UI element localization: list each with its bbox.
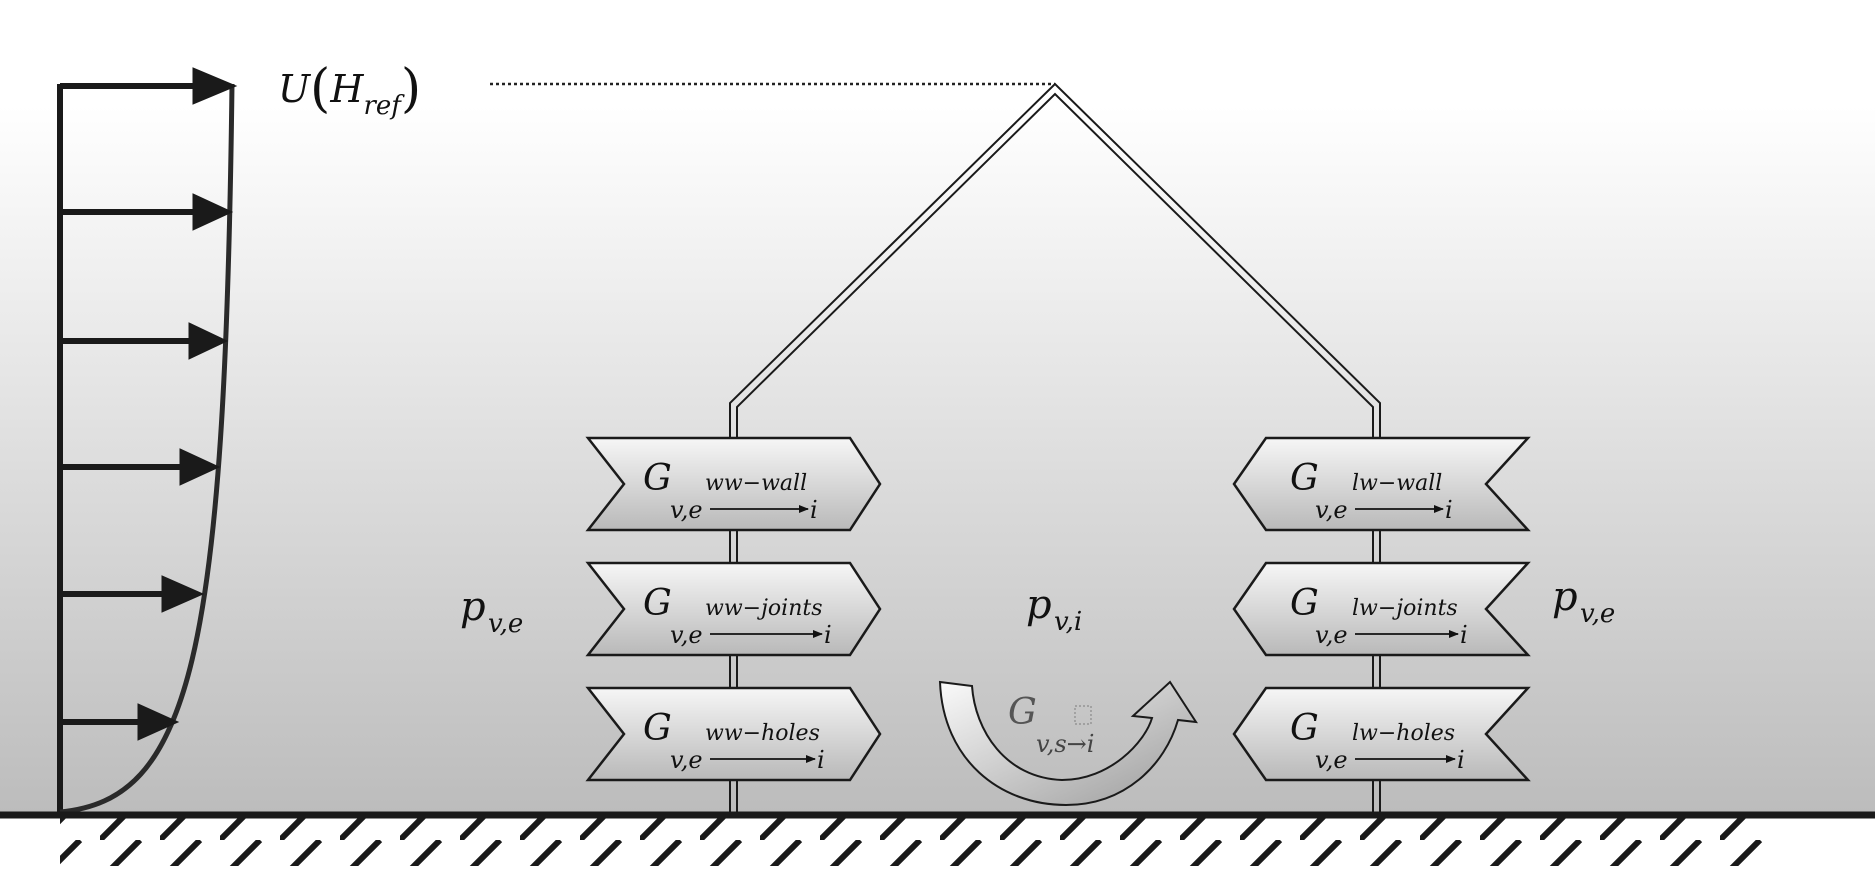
height-subscript: ref	[363, 91, 405, 121]
flow-superscript: ww−wall	[705, 471, 807, 496]
flow-target: i	[817, 746, 825, 774]
wind-velocity-arrows	[60, 67, 238, 741]
flow-target: i	[1457, 746, 1465, 774]
wind-velocity-arrow	[60, 322, 229, 360]
background	[0, 0, 1875, 815]
pressure-subscript: v,e	[1580, 599, 1615, 629]
pressure-subscript: v,e	[488, 609, 523, 639]
flow-symbol: G	[643, 458, 672, 499]
flow-subscript: v,e	[1315, 746, 1348, 774]
flow-superscript: ww−joints	[705, 596, 823, 621]
wind-velocity-arrow	[60, 448, 221, 486]
flow-subscript: v,e	[1315, 496, 1348, 524]
flow-superscript: lw−wall	[1352, 471, 1442, 496]
ground-hatching	[60, 818, 1780, 866]
windward-flow-joints: G ww−joints v,e i	[585, 561, 882, 657]
flow-subscript: v,e	[1315, 621, 1348, 649]
svg-text:U(Href): U(Href)	[278, 59, 421, 121]
leeward-flow-wall: G lw−wall v,e i	[1232, 436, 1531, 532]
wind-velocity-arrow	[60, 67, 238, 105]
flow-target: i	[824, 621, 832, 649]
empty-superscript-placeholder	[1074, 705, 1092, 725]
windward-flow-holes: G ww−holes v,e i	[585, 686, 882, 782]
flow-target: i	[810, 496, 818, 524]
wind-velocity-arrow	[60, 193, 234, 231]
building-outline	[729, 82, 1381, 815]
leeward-flow-joints: G lw−joints v,e i	[1232, 561, 1531, 657]
flow-symbol: G	[643, 583, 672, 624]
wind-profile	[57, 67, 238, 815]
external-pressure-left-label: p v,e	[460, 584, 523, 639]
pressure-symbol: p	[1026, 582, 1052, 628]
wind-profile-curve	[59, 83, 235, 815]
flow-superscript: lw−joints	[1352, 596, 1458, 621]
flow-chevron	[1232, 436, 1531, 532]
flow-symbol: G	[1290, 458, 1319, 499]
flow-target: i	[1460, 621, 1468, 649]
flow-symbol: G	[643, 708, 672, 749]
leeward-flow-holes: G lw−holes v,e i	[1232, 686, 1531, 782]
flow-subscript: v,e	[670, 746, 703, 774]
reference-velocity-label: U(Href)	[278, 59, 1055, 121]
flow-symbol: G	[1008, 692, 1037, 733]
flow-symbol: G	[1290, 708, 1319, 749]
velocity-symbol: U	[278, 67, 312, 111]
soil-flow-curved-arrow	[938, 680, 1198, 807]
flow-target: i	[1445, 496, 1453, 524]
building-outline-outer	[729, 82, 1381, 815]
internal-pressure-label: p v,i	[1026, 582, 1082, 637]
flow-superscript: lw−holes	[1352, 721, 1455, 746]
pressure-subscript: v,i	[1054, 607, 1082, 637]
flow-symbol: G	[1290, 583, 1319, 624]
wind-velocity-arrow	[60, 703, 180, 741]
height-symbol: H	[329, 67, 364, 111]
soil-flow: G v,s→i	[938, 680, 1198, 807]
flow-subscript: v,s→i	[1036, 730, 1094, 758]
flow-chevron	[585, 561, 882, 657]
pressure-symbol: p	[1552, 574, 1578, 620]
building-outline-inner	[736, 92, 1374, 815]
flow-superscript: ww−holes	[705, 721, 820, 746]
external-pressure-right-label: p v,e	[1552, 574, 1615, 629]
pressure-symbol: p	[460, 584, 486, 630]
wind-velocity-arrow	[60, 575, 205, 613]
windward-flow-wall: G ww−wall v,e i	[585, 436, 882, 532]
ground	[0, 811, 1875, 866]
flow-subscript: v,e	[670, 621, 703, 649]
flow-subscript: v,e	[670, 496, 703, 524]
